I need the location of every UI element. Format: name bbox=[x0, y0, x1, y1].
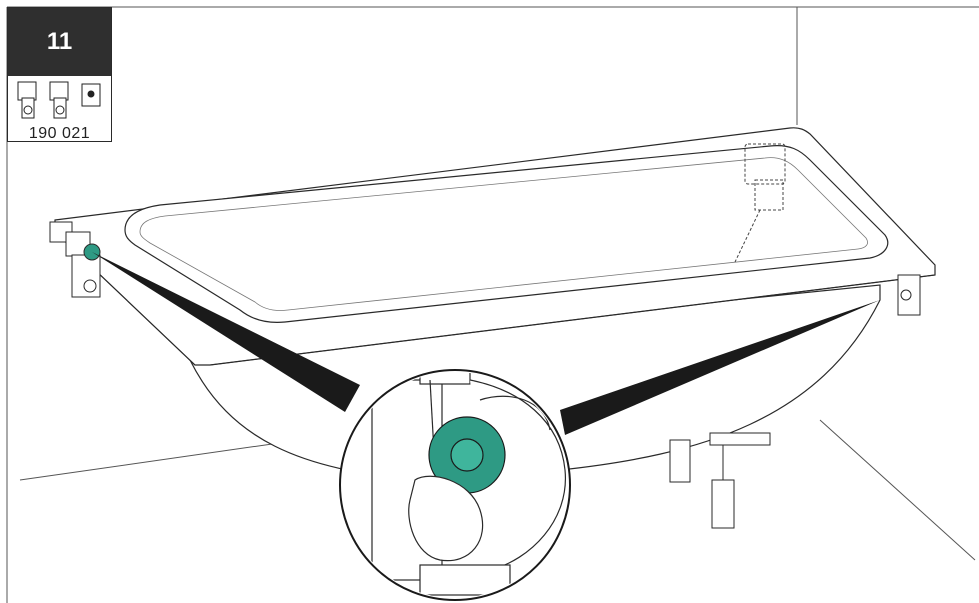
step-number: 11 bbox=[8, 8, 111, 76]
right-bracket bbox=[897, 274, 921, 316]
detail-circle bbox=[339, 369, 571, 601]
bracket-with-adjuster-icon bbox=[49, 81, 69, 119]
wall-bracket-dashed bbox=[734, 143, 786, 263]
tub-feet bbox=[669, 432, 771, 529]
part-code: 190 021 bbox=[28, 125, 91, 142]
step-badge: 11 190 021 bbox=[7, 7, 112, 142]
bracket-plate-icon bbox=[81, 83, 101, 107]
zoom-callout bbox=[92, 252, 880, 435]
bracket-with-adjuster-icon bbox=[17, 81, 37, 119]
parts-icons bbox=[17, 81, 101, 119]
